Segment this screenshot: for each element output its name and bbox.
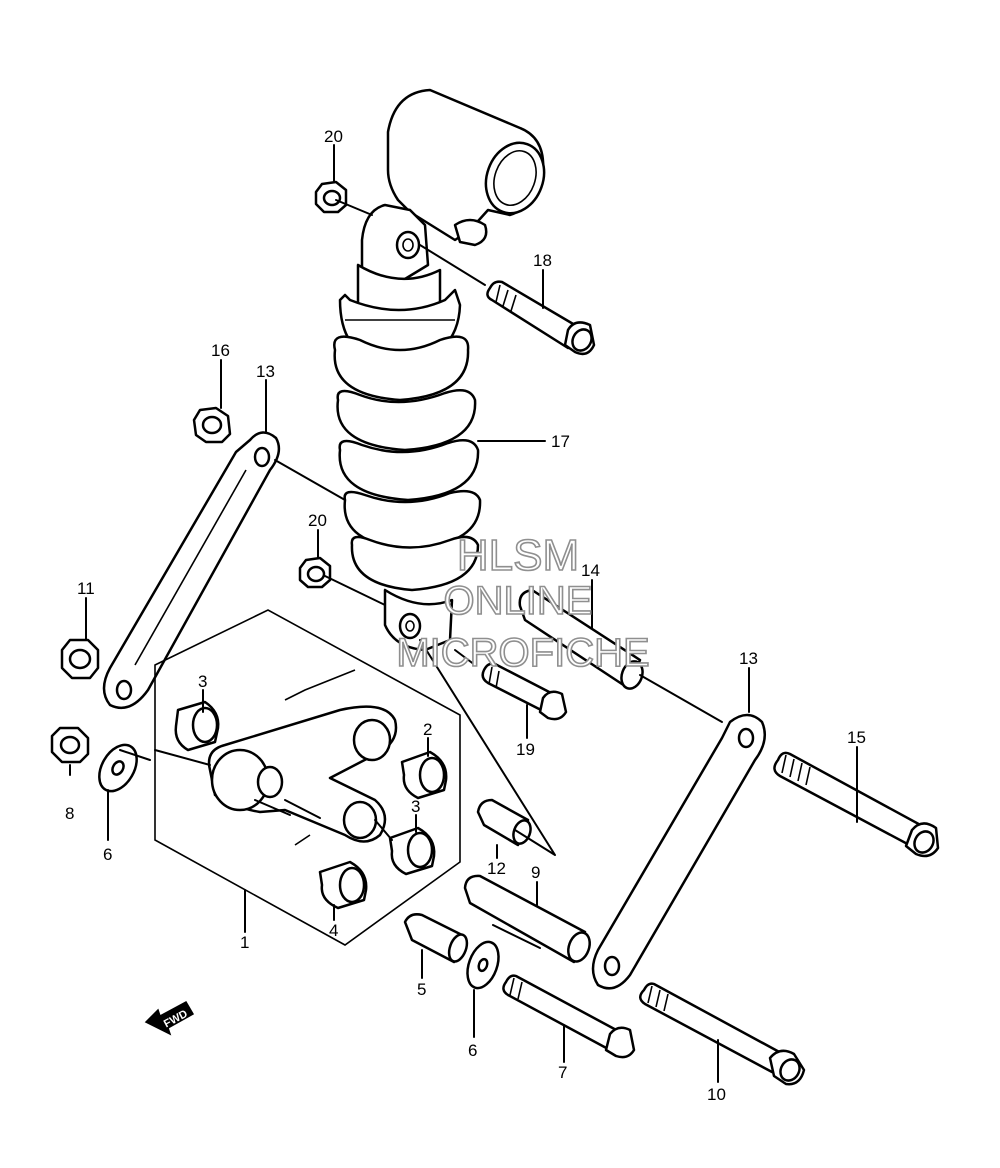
rear-shock-absorber xyxy=(333,88,546,652)
watermark: HLSM ONLINE MICROFICHE xyxy=(396,530,651,676)
callout-8: 8 xyxy=(65,804,74,823)
callout-6-left: 6 xyxy=(103,845,112,864)
nut-20-lower xyxy=(298,556,332,589)
bolt-10 xyxy=(639,982,806,1086)
bolt-19 xyxy=(481,662,568,721)
callout-labels: 20 18 16 13 17 20 14 11 13 3 2 3 19 15 8… xyxy=(65,127,866,1104)
bolt-15 xyxy=(773,751,940,858)
watermark-line-1: HLSM xyxy=(457,531,579,580)
bearing-3-lower-right xyxy=(388,826,436,876)
callout-13-right: 13 xyxy=(739,649,758,668)
callout-13-left: 13 xyxy=(256,362,275,381)
callout-4: 4 xyxy=(329,921,338,940)
bearing-3-upper-left xyxy=(174,700,220,752)
bolt-7 xyxy=(502,974,636,1059)
callout-20-lower: 20 xyxy=(308,511,327,530)
spacer-9 xyxy=(463,874,591,964)
callout-10: 10 xyxy=(707,1085,726,1104)
watermark-line-2: ONLINE xyxy=(444,579,593,623)
cushion-lever-assembly xyxy=(154,609,461,946)
bearing-4 xyxy=(318,860,368,910)
nut-20-upper xyxy=(314,180,348,214)
fwd-label: FWD xyxy=(162,1008,190,1030)
callout-3-upper: 3 xyxy=(198,672,207,691)
callout-18: 18 xyxy=(533,251,552,270)
callout-17: 17 xyxy=(551,432,570,451)
tie-rod-13-left xyxy=(102,431,281,710)
alignment-lines xyxy=(119,199,723,949)
callout-2: 2 xyxy=(423,720,432,739)
callout-14: 14 xyxy=(581,561,600,580)
collar-5 xyxy=(403,913,469,964)
bolt-18 xyxy=(486,280,596,356)
callout-20-upper: 20 xyxy=(324,127,343,146)
spacer-14 xyxy=(518,588,644,690)
watermark-line-3: MICROFICHE xyxy=(396,631,649,675)
washer-6-bottom xyxy=(466,940,500,990)
callout-1: 1 xyxy=(240,933,249,952)
callout-leaders xyxy=(69,144,858,1083)
washer-6-left xyxy=(98,743,138,793)
callout-6-bottom: 6 xyxy=(468,1041,477,1060)
callout-15: 15 xyxy=(847,728,866,747)
callout-3-lower: 3 xyxy=(411,797,420,816)
forward-direction-arrow: FWD xyxy=(144,1000,195,1036)
nut-11 xyxy=(60,638,100,680)
callout-11: 11 xyxy=(77,579,95,598)
tie-rod-13-right xyxy=(591,713,767,990)
callout-7: 7 xyxy=(558,1063,567,1082)
callout-5: 5 xyxy=(417,980,426,999)
nut-16 xyxy=(192,406,232,444)
bushing-2 xyxy=(400,750,448,800)
callout-19: 19 xyxy=(516,740,535,759)
nut-8 xyxy=(50,726,90,764)
callout-9: 9 xyxy=(531,863,540,882)
callout-12: 12 xyxy=(487,859,506,878)
callout-16: 16 xyxy=(211,341,230,360)
